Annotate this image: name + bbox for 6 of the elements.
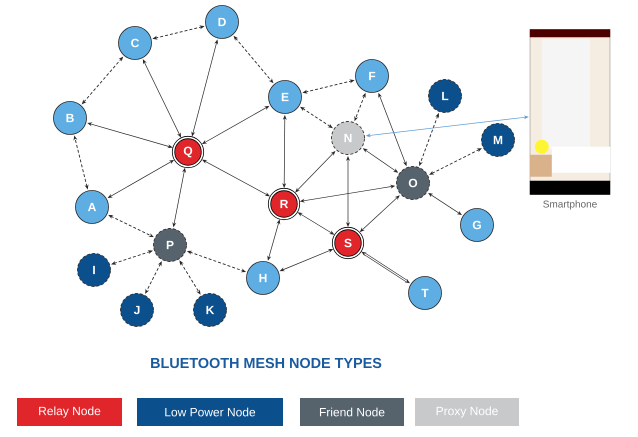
legend-item: Friend Node xyxy=(300,398,404,426)
legend-item: Relay Node xyxy=(17,398,122,426)
device-caption: Smartphone xyxy=(543,200,597,210)
smartphone-picture xyxy=(530,29,610,195)
legend-title: BLUETOOTH MESH NODE TYPES xyxy=(151,358,382,368)
legend-item: Low Power Node xyxy=(137,398,283,426)
